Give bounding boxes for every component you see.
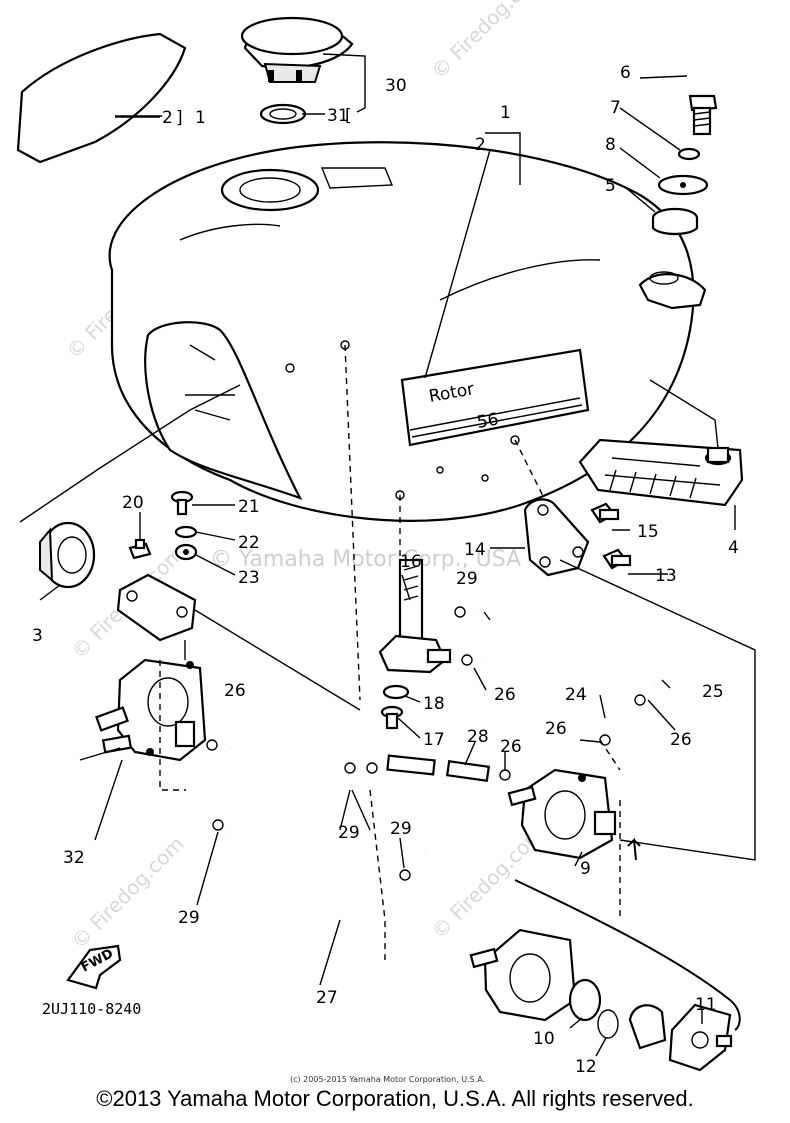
callout-31: 31 xyxy=(327,106,349,126)
callout-23: 23 xyxy=(238,568,260,588)
hose-clips xyxy=(206,606,646,881)
callout-26: 26 xyxy=(545,719,567,739)
diaphragm-10 xyxy=(568,978,602,1022)
callout-8: 8 xyxy=(605,135,616,155)
callout-10: 10 xyxy=(533,1029,555,1049)
callout-11: 11 xyxy=(695,995,717,1015)
callout-1-tank: 1 xyxy=(500,103,511,123)
callout-6: 6 xyxy=(620,63,631,83)
watermark-firedog: © Firedog.com xyxy=(67,831,189,953)
screw-17 xyxy=(380,705,404,730)
callout-7: 7 xyxy=(610,98,621,118)
fuel-tank xyxy=(108,141,707,522)
callout-13: 13 xyxy=(655,566,677,586)
watermark-firedog: © Firedog.com xyxy=(427,0,549,84)
side-decal xyxy=(16,32,187,164)
callout-20: 20 xyxy=(122,493,144,513)
callout-29: 29 xyxy=(456,569,478,589)
cap-gasket xyxy=(259,103,307,125)
bolt-20 xyxy=(128,538,152,560)
callout-18: 18 xyxy=(423,694,445,714)
callout-26: 26 xyxy=(500,737,522,757)
fuel-cap xyxy=(240,16,354,83)
fuel-hoses xyxy=(180,584,681,927)
watermark-yamaha: © Yamaha Motor Corp., USA xyxy=(210,547,521,572)
fuel-pump-9 xyxy=(507,768,617,860)
diagram-code: 2UJ110-8240 xyxy=(42,1000,141,1018)
callout-31-bracket: [ xyxy=(345,106,352,126)
callout-9: 9 xyxy=(580,859,591,879)
pump-exploded-assembly xyxy=(469,837,741,1072)
callout-29: 29 xyxy=(390,819,412,839)
callout-numbers: 2 ] 1 30 31 [ 1 2 6 7 8 5 4 15 13 14 20 … xyxy=(32,63,739,1084)
o-ring-12 xyxy=(597,1009,619,1039)
callout-27: 27 xyxy=(316,988,338,1008)
callout-12: 12 xyxy=(575,1057,597,1077)
washer-22 xyxy=(174,525,198,539)
callout-29: 29 xyxy=(338,823,360,843)
grommet xyxy=(39,521,96,589)
callout-24: 24 xyxy=(565,685,587,705)
small-copyright: (c) 2005-2015 Yamaha Motor Corporation, … xyxy=(290,1075,485,1084)
leader-lines xyxy=(19,53,756,1057)
callout-3: 3 xyxy=(32,626,43,646)
tank-badge: Rotor 56 xyxy=(400,348,590,447)
callout-1-decal: 1 xyxy=(195,108,206,128)
pump-bracket xyxy=(116,573,197,642)
screw-21 xyxy=(170,490,194,516)
callout-21: 21 xyxy=(238,497,260,517)
copyright-notice: ©2013 Yamaha Motor Corporation, U.S.A. A… xyxy=(96,1086,694,1111)
callout-25: 25 xyxy=(702,682,724,702)
callout-30: 30 xyxy=(385,76,407,96)
callout-29: 29 xyxy=(178,908,200,928)
callout-14: 14 xyxy=(464,540,486,560)
callout-28: 28 xyxy=(467,727,489,747)
callout-22: 22 xyxy=(238,533,260,553)
fwd-arrow: FWD xyxy=(66,944,122,990)
callout-26: 26 xyxy=(224,681,246,701)
callout-bracket: ] xyxy=(176,108,183,128)
gasket-18 xyxy=(382,684,410,700)
callout-5: 5 xyxy=(605,176,616,196)
callout-15: 15 xyxy=(637,522,659,542)
callout-26: 26 xyxy=(494,685,516,705)
cover-11 xyxy=(668,1003,732,1072)
callout-2-tank: 2 xyxy=(475,135,486,155)
callout-17: 17 xyxy=(423,730,445,750)
callout-16: 16 xyxy=(400,552,422,572)
callout-2-decal: 2 xyxy=(162,108,173,128)
bolt-15 xyxy=(590,502,620,524)
fuel-pump xyxy=(95,658,207,762)
front-bracket xyxy=(523,498,590,577)
fuel-cock xyxy=(378,558,452,674)
rear-bracket xyxy=(578,438,744,507)
callout-32: 32 xyxy=(63,848,85,868)
bolt-13 xyxy=(602,548,632,570)
callout-26: 26 xyxy=(670,730,692,750)
rear-mount-hardware xyxy=(651,94,718,236)
callout-4: 4 xyxy=(728,538,739,558)
tank-badge-bottom: 56 xyxy=(475,409,500,432)
